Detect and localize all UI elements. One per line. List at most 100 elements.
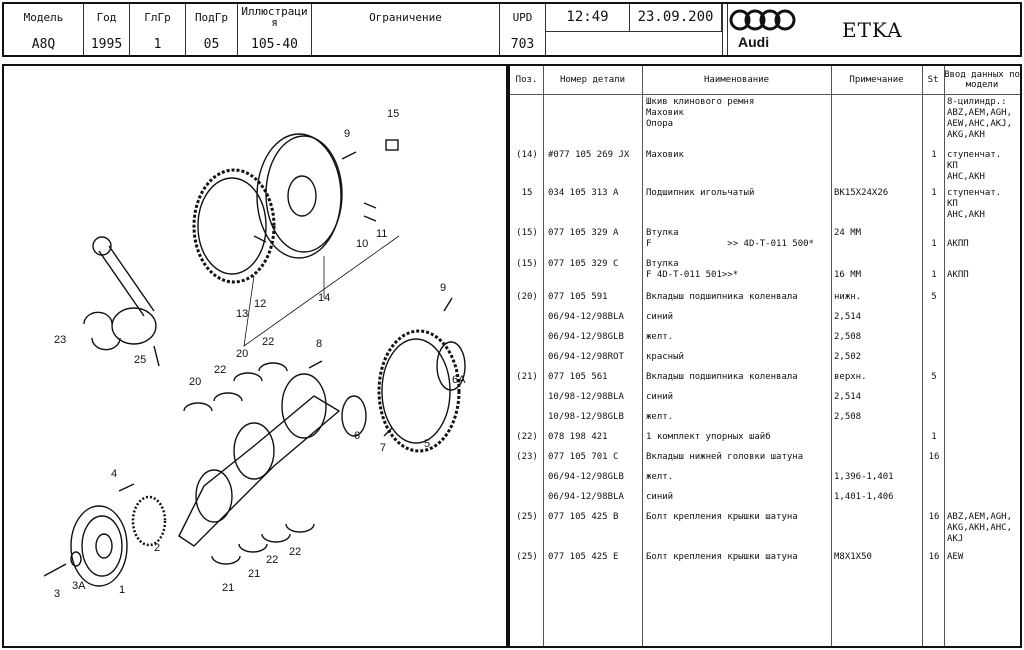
header-time: 12:49	[546, 4, 630, 32]
table-cell-pos: (23)	[516, 452, 538, 462]
callout-3[interactable]: 3	[54, 588, 61, 600]
divider	[722, 4, 728, 55]
table-cell-part[interactable]: 06/94-12/98GLB	[548, 332, 624, 342]
callout-22[interactable]: 22	[262, 336, 275, 348]
table-cell-name: желт.	[646, 412, 674, 422]
table-cell-name: Вкладыш подшипника коленвала	[646, 292, 798, 302]
label: Ограничение	[369, 11, 442, 24]
table-cell-name: Втулка F 4D-T-011 501>>*	[646, 259, 739, 280]
callout-25[interactable]: 25	[134, 354, 147, 366]
callout-4[interactable]: 4	[111, 468, 118, 480]
table-cell-part[interactable]: 06/94-12/98ROT	[548, 352, 624, 362]
parts-diagram[interactable]: 15 9 10 11 12 13 14 23 25 9 8 6A 22 20 2…	[2, 64, 508, 648]
table-cell-pos: (21)	[516, 372, 538, 382]
label: Год	[96, 11, 117, 24]
table-cell-note: 2,508	[834, 332, 862, 342]
callout-22d[interactable]: 22	[289, 546, 302, 558]
table-cell-st: 16	[928, 552, 940, 562]
table-cell-name: синий	[646, 312, 674, 322]
callout-5[interactable]: 5	[424, 438, 431, 450]
callout-9b[interactable]: 9	[440, 282, 447, 294]
callout-20[interactable]: 20	[236, 348, 249, 360]
table-cell-note: M8X1X50	[834, 552, 872, 562]
callout-23[interactable]: 23	[54, 334, 67, 346]
table-cell-name: желт.	[646, 332, 674, 342]
exploded-view-drawing	[43, 133, 466, 587]
callout-10[interactable]: 10	[356, 238, 369, 250]
header-date: 23.09.200	[630, 4, 722, 32]
table-cell-st: 1	[931, 239, 937, 249]
table-cell-st: 1	[931, 270, 937, 280]
label: Иллюстраци я	[241, 5, 308, 29]
table-cell-part[interactable]: 077 105 701 C	[548, 452, 619, 462]
table-cell-name: синий	[646, 492, 674, 502]
label: Модель	[23, 11, 64, 24]
table-cell-pos: (25)	[516, 552, 538, 562]
callout-2[interactable]: 2	[154, 542, 161, 554]
table-cell-name: Подшипник игольчатый	[646, 188, 755, 198]
table-cell-pos: 15	[521, 188, 533, 198]
table-cell-name: Вкладыш подшипника коленвала	[646, 372, 798, 382]
callout-3a[interactable]: 3A	[72, 580, 86, 592]
table-cell-note: верхн.	[834, 372, 867, 382]
table-cell-model: АКПП	[947, 270, 969, 280]
column-divider	[922, 66, 923, 646]
callout-9[interactable]: 9	[344, 128, 351, 140]
table-cell-part[interactable]: 077 105 591	[548, 292, 608, 302]
callout-12[interactable]: 12	[254, 298, 267, 310]
table-cell-part[interactable]: 06/94-12/98BLA	[548, 492, 624, 502]
header-restriction: Ограничение	[312, 4, 500, 55]
table-cell-part[interactable]: 077 105 561	[548, 372, 608, 382]
table-cell-st: 1	[931, 432, 937, 442]
table-cell-note: 1,401-1,406	[834, 492, 894, 502]
table-cell-part[interactable]: 06/94-12/98GLB	[548, 472, 624, 482]
column-divider	[944, 66, 945, 646]
table-cell-name: красный	[646, 352, 684, 362]
callout-22b[interactable]: 22	[214, 364, 227, 376]
table-cell-pos: (25)	[516, 512, 538, 522]
callout-21b[interactable]: 21	[222, 582, 235, 594]
callout-13[interactable]: 13	[236, 308, 249, 320]
callout-15[interactable]: 15	[387, 108, 400, 120]
header-year: Год 1995	[84, 4, 130, 55]
table-cell-name: Втулка F >> 4D-T-011 500*	[646, 228, 814, 249]
callout-11[interactable]: 11	[376, 228, 388, 240]
table-cell-pos: (15)	[516, 259, 538, 269]
label: ГлГр	[144, 11, 171, 24]
table-cell-model: 8-цилиндр.: ABZ,AEM,AGH, AEW,AHC,AKJ, AK…	[947, 97, 1013, 140]
table-cell-st: 1	[931, 150, 937, 160]
callout-21[interactable]: 21	[248, 568, 261, 580]
table-cell-part[interactable]: 10/98-12/98GLB	[548, 412, 624, 422]
table-cell-part[interactable]: 077 105 329 A	[548, 228, 619, 238]
callout-6a[interactable]: 6A	[452, 374, 466, 386]
callout-8[interactable]: 8	[316, 338, 323, 350]
table-cell-part[interactable]: 077 105 425 E	[548, 552, 619, 562]
pulley	[70, 505, 128, 587]
table-cell-part[interactable]: 078 198 421	[548, 432, 608, 442]
table-cell-name: Маховик	[646, 150, 684, 160]
table-cell-part[interactable]: #077 105 269 JX	[548, 150, 630, 160]
table-cell-part[interactable]: 077 105 425 B	[548, 512, 619, 522]
crankshaft	[178, 395, 341, 547]
callout-7[interactable]: 7	[380, 442, 387, 454]
table-cell-part[interactable]: 10/98-12/98BLA	[548, 392, 624, 402]
callout-20b[interactable]: 20	[189, 376, 202, 388]
column-divider	[543, 66, 544, 646]
table-cell-name: Болт крепления крышки шатуна	[646, 552, 798, 562]
table-cell-pos: (22)	[516, 432, 538, 442]
value: 1995	[90, 37, 123, 52]
table-cell-part[interactable]: 077 105 329 C	[548, 259, 619, 269]
parts-table: Поз. Номер детали Наименование Примечани…	[508, 64, 1022, 648]
callout-22c[interactable]: 22	[266, 554, 279, 566]
brand-name: Audi	[738, 34, 770, 50]
callout-14[interactable]: 14	[318, 292, 331, 304]
callout-1[interactable]: 1	[119, 584, 126, 596]
callout-6[interactable]: 6	[354, 430, 361, 442]
audi-rings-icon	[729, 9, 796, 31]
label: ПодГр	[194, 11, 229, 24]
table-cell-part[interactable]: 06/94-12/98BLA	[548, 312, 624, 322]
column-divider	[642, 66, 643, 646]
table-cell-part[interactable]: 034 105 313 A	[548, 188, 619, 198]
table-cell-name: желт.	[646, 472, 674, 482]
